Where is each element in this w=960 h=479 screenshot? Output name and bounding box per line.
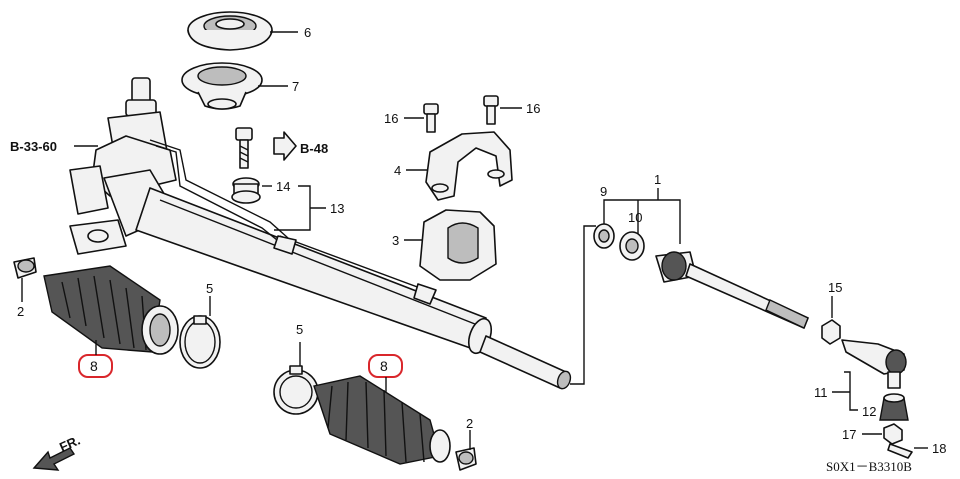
callout-17: 17 — [842, 427, 856, 442]
callout-9: 9 — [600, 184, 607, 199]
arrow-to-b48-icon — [273, 131, 297, 161]
ref-b48: B-48 — [300, 141, 328, 156]
front-label: FR. — [57, 433, 82, 455]
part-3-rubber-bushing — [419, 209, 497, 281]
callout-4: 4 — [394, 163, 401, 178]
tie-rod-end — [841, 339, 907, 389]
callout-11: 11 — [814, 385, 828, 400]
diagram-code: S0X1－B3310B — [826, 459, 912, 474]
front-arrow-icon — [32, 447, 76, 471]
ref-b33-60: B-33-60 — [10, 139, 57, 154]
part-6-mount-plate — [187, 11, 273, 51]
callout-5-left: 5 — [206, 281, 213, 296]
callout-14: 14 — [276, 179, 290, 194]
part-18-cotter-pin — [887, 443, 913, 459]
part-15-nut — [821, 319, 841, 345]
callout-2-right: 2 — [466, 416, 473, 431]
mount-bolt — [235, 127, 253, 169]
part-9-washer — [593, 223, 615, 249]
callout-16-left: 16 — [384, 111, 398, 126]
callout-6: 6 — [304, 25, 311, 40]
callout-15: 15 — [828, 280, 842, 295]
part-2-clip-left — [13, 257, 37, 279]
callout-1: 1 — [654, 172, 661, 187]
part-7-mount-cushion — [181, 62, 263, 110]
callout-12: 12 — [862, 404, 876, 419]
tie-rod — [655, 251, 809, 329]
bracket-line-part-1 — [603, 188, 681, 244]
callout-5-right: 5 — [296, 322, 303, 337]
part-12-dust-boot — [879, 393, 909, 421]
bracket-line-left — [570, 225, 596, 385]
part-2-clip-right — [455, 447, 477, 471]
part-16-bolt-left — [423, 103, 439, 133]
part-17-castle-nut — [883, 423, 903, 445]
callout-7: 7 — [292, 79, 299, 94]
part-8-boot-right — [273, 365, 451, 465]
rack-tube — [135, 187, 572, 390]
callout-3: 3 — [392, 233, 399, 248]
callout-18: 18 — [932, 441, 946, 456]
callout-10: 10 — [628, 210, 642, 225]
callout-13: 13 — [330, 201, 344, 216]
part-8-boot-left — [43, 265, 179, 355]
callout-16-right: 16 — [526, 101, 540, 116]
hydraulic-lines — [149, 139, 437, 305]
callout-8-left: 8 — [90, 358, 98, 374]
callout-2-left: 2 — [17, 304, 24, 319]
part-16-bolt-right — [483, 95, 499, 125]
part-5-clamp-left — [179, 315, 221, 369]
part-10-lock-washer — [619, 231, 645, 261]
callout-8-right: 8 — [380, 358, 388, 374]
part-14-bushing — [231, 177, 261, 204]
part-4-bracket — [425, 131, 513, 201]
